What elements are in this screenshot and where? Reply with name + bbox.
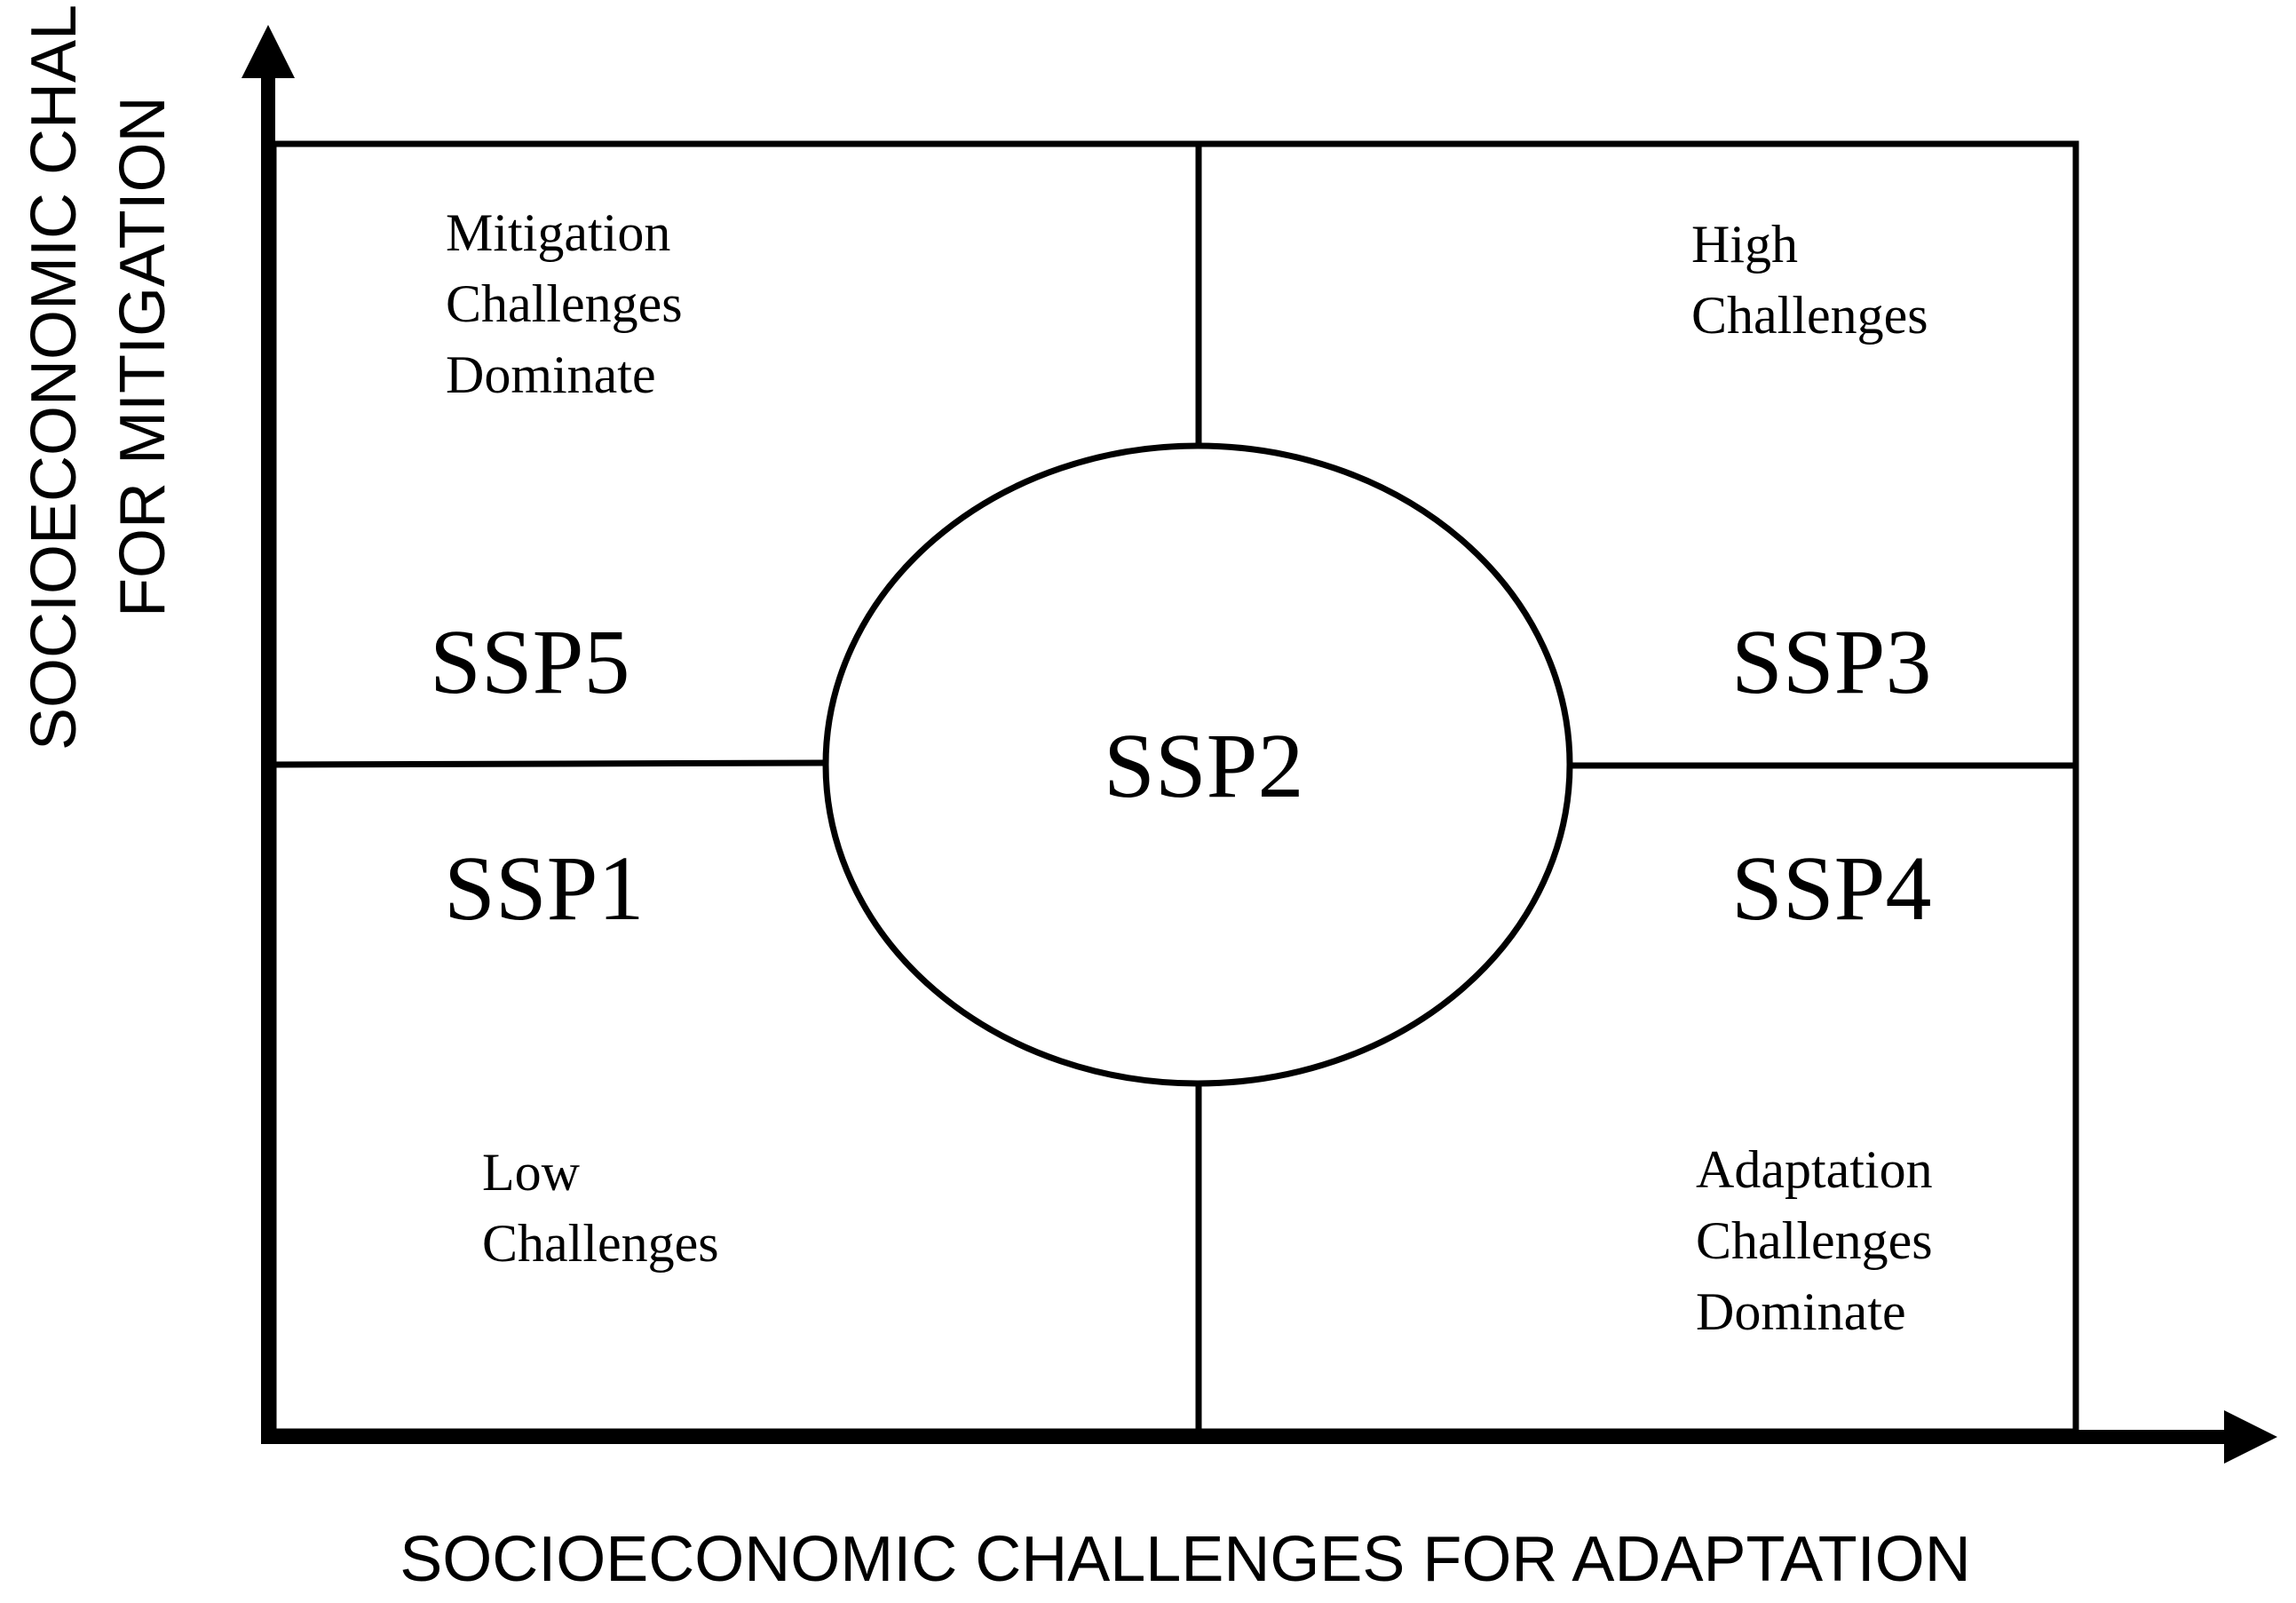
top-right-quadrant-label: High Challenges [1691, 215, 1928, 345]
top-left-quadrant-label: Mitigation Challenges Dominate [446, 203, 696, 404]
ssp4-label: SSP4 [1731, 837, 1932, 940]
ssp3-label: SSP3 [1731, 611, 1932, 713]
ssp2-ellipse [822, 442, 1573, 1087]
y-axis-label-line-2: FOR MITIGATION [107, 96, 178, 617]
top-right-line-2: Challenges [1691, 286, 1928, 345]
x-axis-arrowhead [2224, 1410, 2277, 1464]
ssp2-label: SSP2 [1104, 715, 1304, 817]
top-left-line-1: Mitigation [446, 203, 670, 262]
divider-left-horizontal [273, 759, 827, 768]
bottom-left-line-2: Challenges [482, 1214, 719, 1273]
ssp1-label: SSP1 [444, 837, 645, 940]
y-axis-label: SOCIOECONOMIC CHALLENGES [19, 0, 90, 750]
top-right-line-1: High [1691, 215, 1798, 274]
y-axis-arrowhead [241, 25, 295, 78]
y-axis-label-2: FOR MITIGATION [107, 96, 178, 617]
bottom-right-quadrant-label: Adaptation Challenges Dominate [1696, 1140, 1946, 1341]
top-left-line-3: Dominate [446, 345, 656, 404]
bottom-right-line-2: Challenges [1696, 1211, 1933, 1270]
bottom-left-line-1: Low [482, 1143, 581, 1202]
top-left-line-2: Challenges [446, 274, 683, 333]
x-axis-label: SOCIOECONOMIC CHALLENGES FOR ADAPTATION [400, 1524, 1971, 1595]
bottom-right-line-3: Dominate [1696, 1282, 1906, 1341]
bottom-left-quadrant-label: Low Challenges [482, 1143, 719, 1273]
matrix-frame [270, 140, 2079, 1435]
y-axis-label-line-1: SOCIOECONOMIC CHALLENGES [19, 0, 90, 750]
ssp5-label: SSP5 [430, 611, 630, 713]
bottom-right-line-1: Adaptation [1696, 1140, 1933, 1199]
